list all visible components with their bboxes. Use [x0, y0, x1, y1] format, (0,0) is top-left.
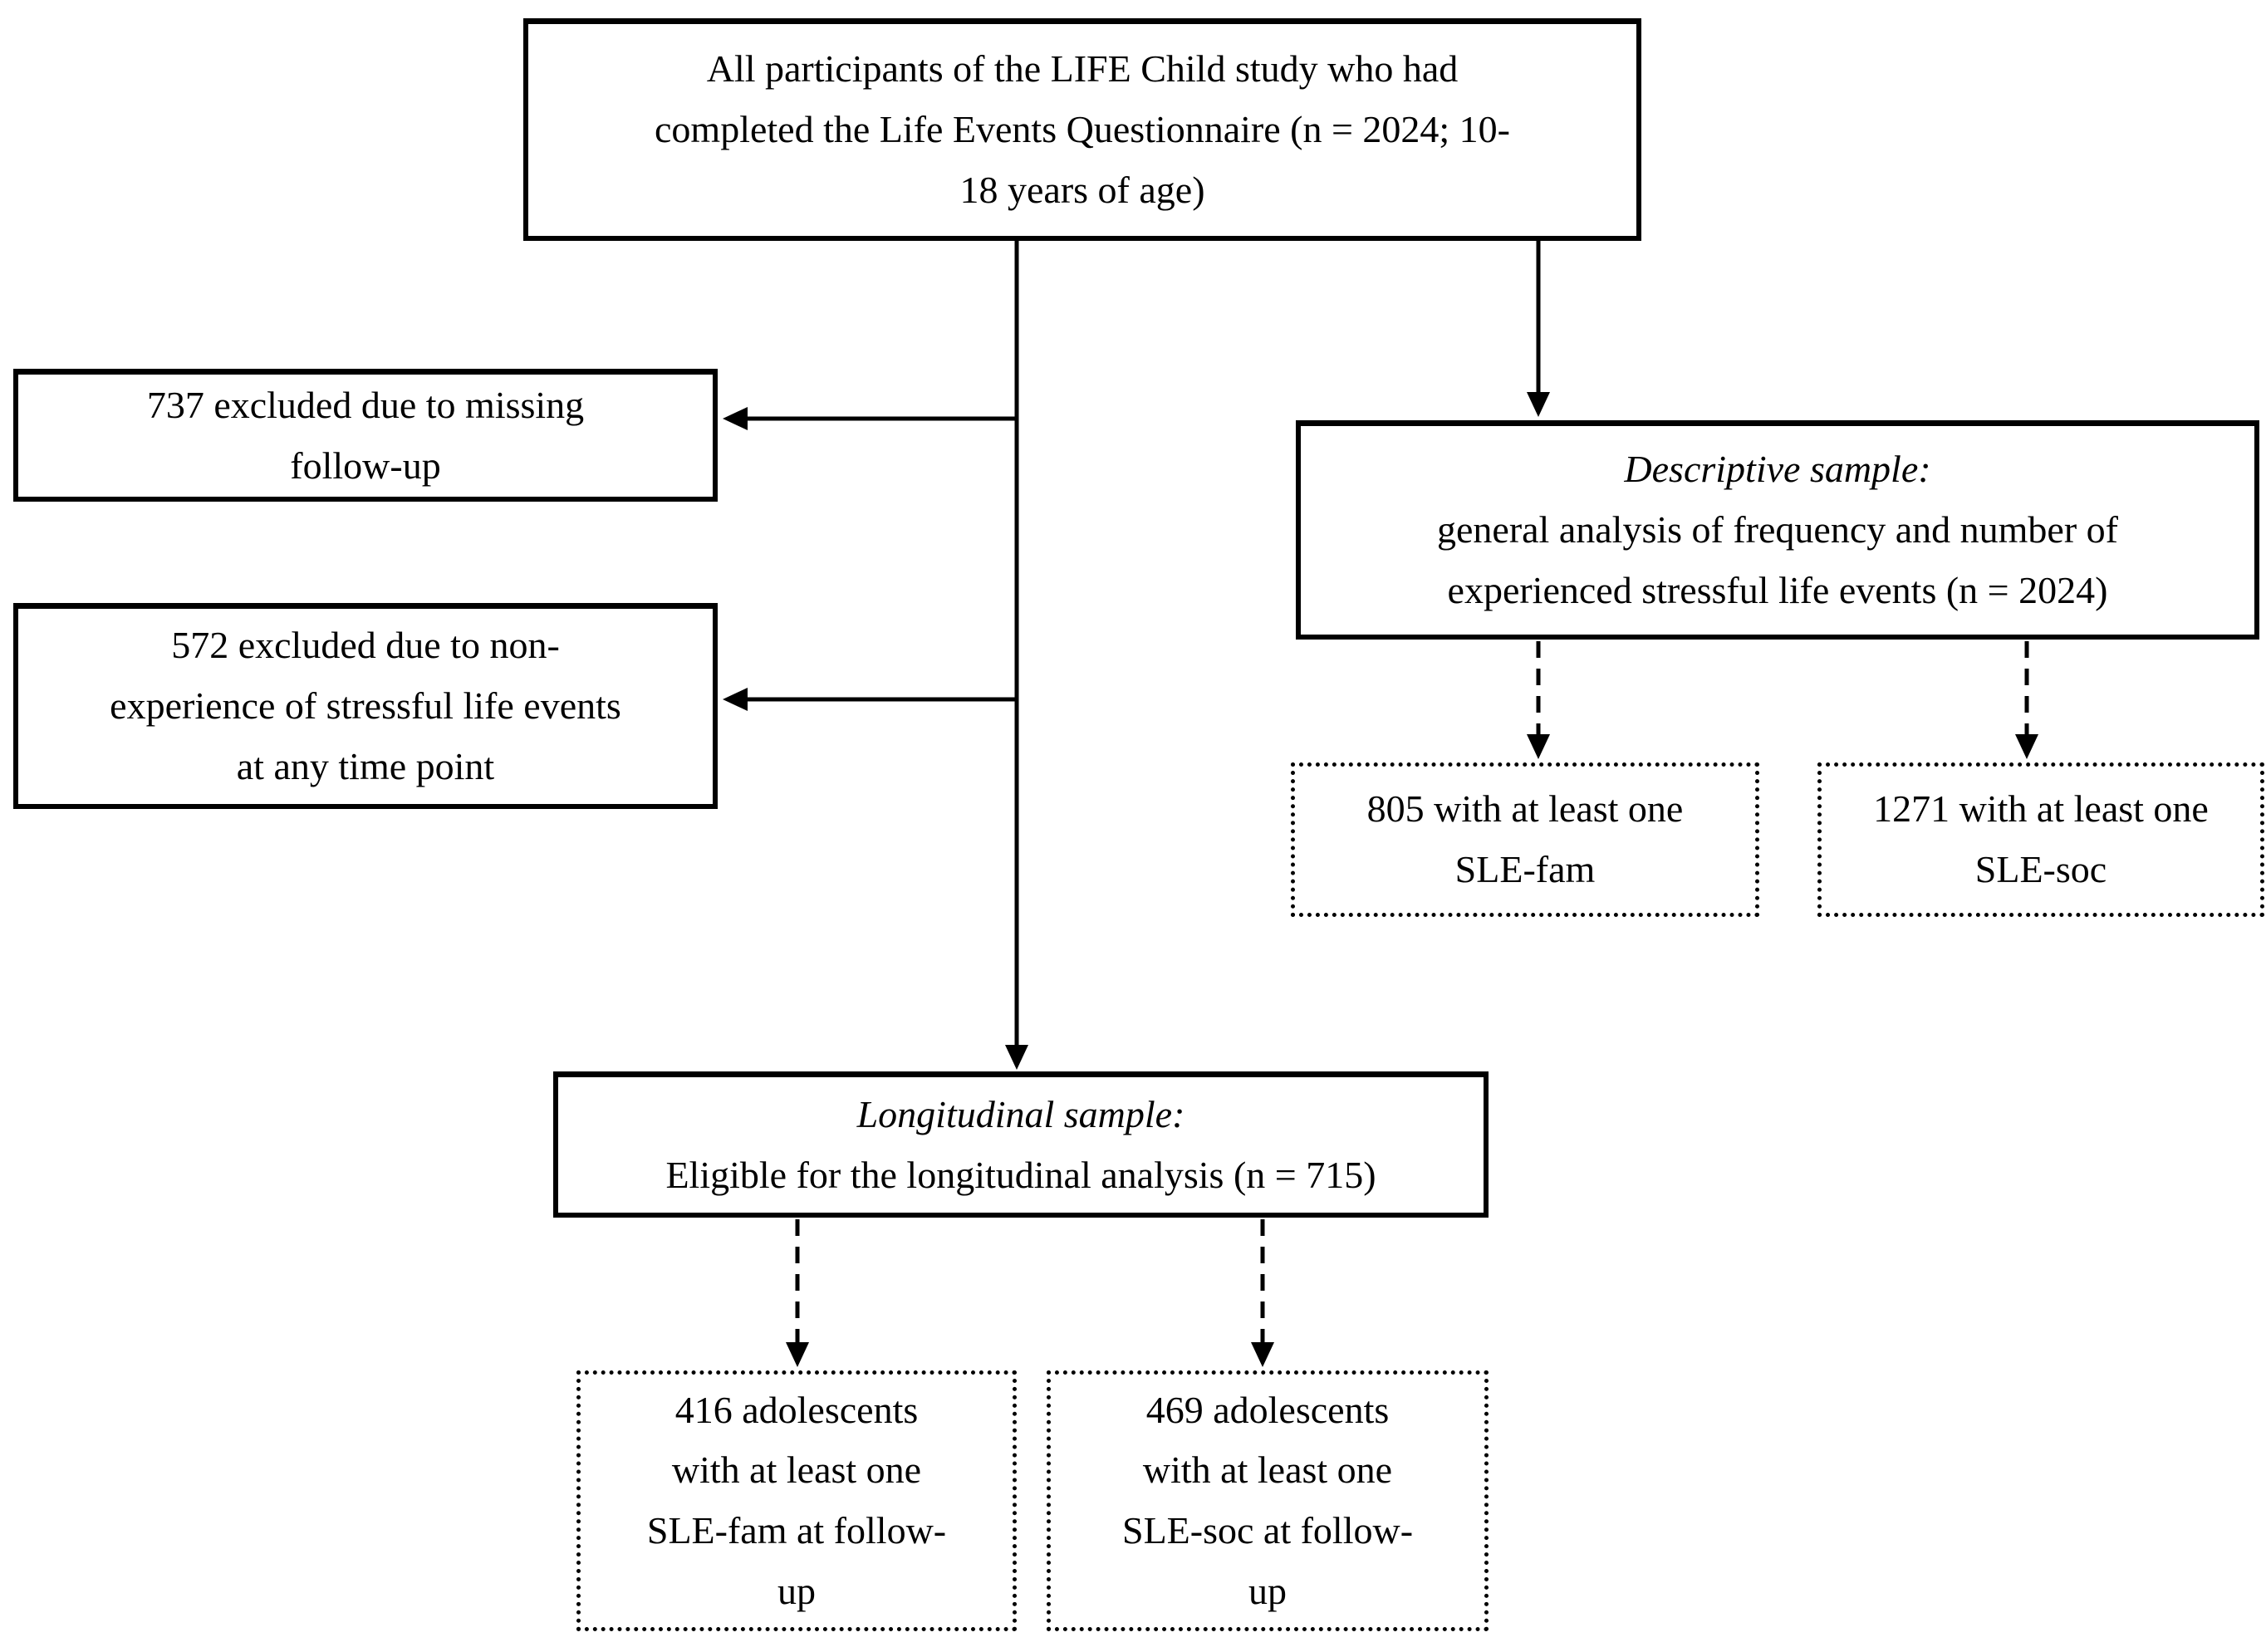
arrowhead-longitudinal	[1005, 1045, 1028, 1070]
box-followup-soc-469-text: 469 adolescents with at least one SLE-so…	[1121, 1388, 1414, 1612]
box-descriptive-sample: Descriptive sample: general analysis of …	[1296, 420, 2259, 640]
box-followup-fam-416-text: 416 adolescents with at least one SLE-fa…	[646, 1388, 947, 1612]
box-excluded-missing-followup: 737 excluded due to missing follow-up	[13, 369, 718, 502]
box-sle-fam-805-text: 805 with at least one SLE-fam	[1366, 787, 1684, 890]
box-descriptive-sample-text: general analysis of frequency and number…	[1436, 508, 2118, 611]
box-descriptive-sample-title: Descriptive sample:	[1624, 448, 1931, 491]
arrowhead-followup-fam	[786, 1342, 809, 1367]
arrowhead-excluded-737	[723, 407, 748, 430]
arrowhead-sle-soc	[2015, 734, 2038, 759]
box-excluded-non-experience: 572 excluded due to non- experience of s…	[13, 603, 718, 809]
arrowhead-descriptive	[1527, 392, 1550, 417]
box-longitudinal-sample-text: Eligible for the longitudinal analysis (…	[665, 1153, 1376, 1196]
box-followup-soc-469: 469 adolescents with at least one SLE-so…	[1047, 1370, 1489, 1631]
box-longitudinal-sample: Longitudinal sample: Eligible for the lo…	[553, 1071, 1489, 1218]
arrowhead-sle-fam	[1527, 734, 1550, 759]
box-longitudinal-sample-title: Longitudinal sample:	[856, 1092, 1185, 1135]
box-sle-soc-1271: 1271 with at least one SLE-soc	[1817, 762, 2264, 917]
arrowhead-followup-soc	[1251, 1342, 1274, 1367]
box-excluded-non-experience-text: 572 excluded due to non- experience of s…	[110, 624, 621, 787]
box-all-participants-text: All participants of the LIFE Child study…	[655, 47, 1510, 211]
box-all-participants: All participants of the LIFE Child study…	[523, 18, 1641, 241]
box-excluded-missing-followup-text: 737 excluded due to missing follow-up	[146, 383, 585, 487]
box-sle-fam-805: 805 with at least one SLE-fam	[1291, 762, 1759, 917]
box-followup-fam-416: 416 adolescents with at least one SLE-fa…	[576, 1370, 1017, 1631]
box-sle-soc-1271-text: 1271 with at least one SLE-soc	[1873, 787, 2209, 890]
arrowhead-excluded-572	[723, 688, 748, 711]
